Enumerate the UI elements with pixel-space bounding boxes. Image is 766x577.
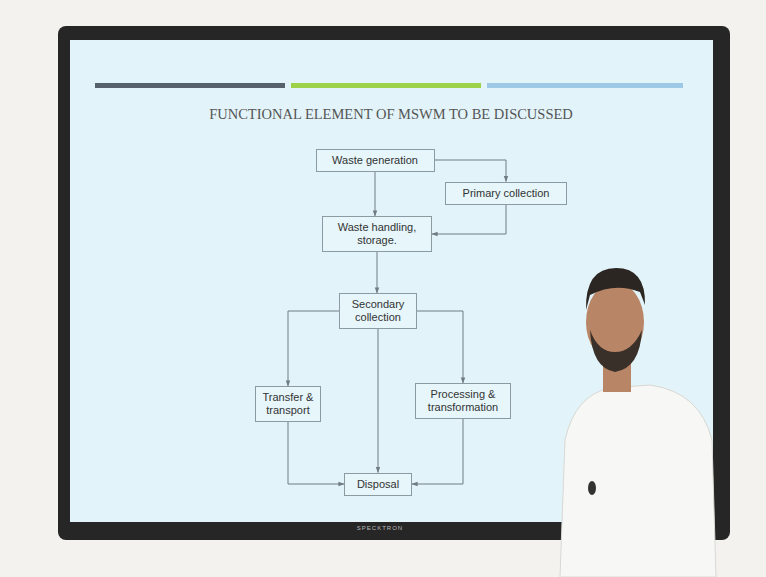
process-box: Primary collection: [445, 182, 567, 205]
process-box: Transfer & transport: [255, 386, 321, 422]
flow-arrow: [288, 311, 339, 386]
flow-arrow: [435, 160, 507, 182]
flow-arrow: [288, 422, 344, 484]
process-box: Secondary collection: [339, 293, 417, 329]
box-label: Processing & transformation: [421, 388, 505, 414]
box-label: Transfer & transport: [261, 391, 315, 417]
flow-arrow: [417, 311, 463, 383]
box-label: Secondary collection: [345, 298, 411, 324]
accent-bar: [291, 83, 481, 88]
slide-title: FUNCTIONAL ELEMENT OF MSWM TO BE DISCUSS…: [70, 106, 712, 123]
process-box: Disposal: [344, 473, 412, 496]
box-label: Waste handling, storage.: [328, 221, 426, 247]
flow-arrow: [378, 329, 379, 473]
accent-bar: [487, 83, 683, 88]
flow-arrow: [377, 252, 378, 293]
presenter-figure: [560, 268, 716, 577]
box-label: Waste generation: [322, 154, 429, 167]
process-box: Processing & transformation: [415, 383, 511, 419]
box-label: Primary collection: [451, 187, 561, 200]
process-box: Waste generation: [316, 149, 435, 172]
flow-arrow: [432, 205, 506, 235]
accent-bar: [95, 83, 285, 88]
brand-label: SPECKTRON: [300, 525, 460, 531]
flow-arrow: [375, 172, 376, 217]
process-box: Waste handling, storage.: [322, 216, 432, 252]
box-label: Disposal: [350, 478, 406, 491]
flow-arrow: [412, 419, 463, 484]
